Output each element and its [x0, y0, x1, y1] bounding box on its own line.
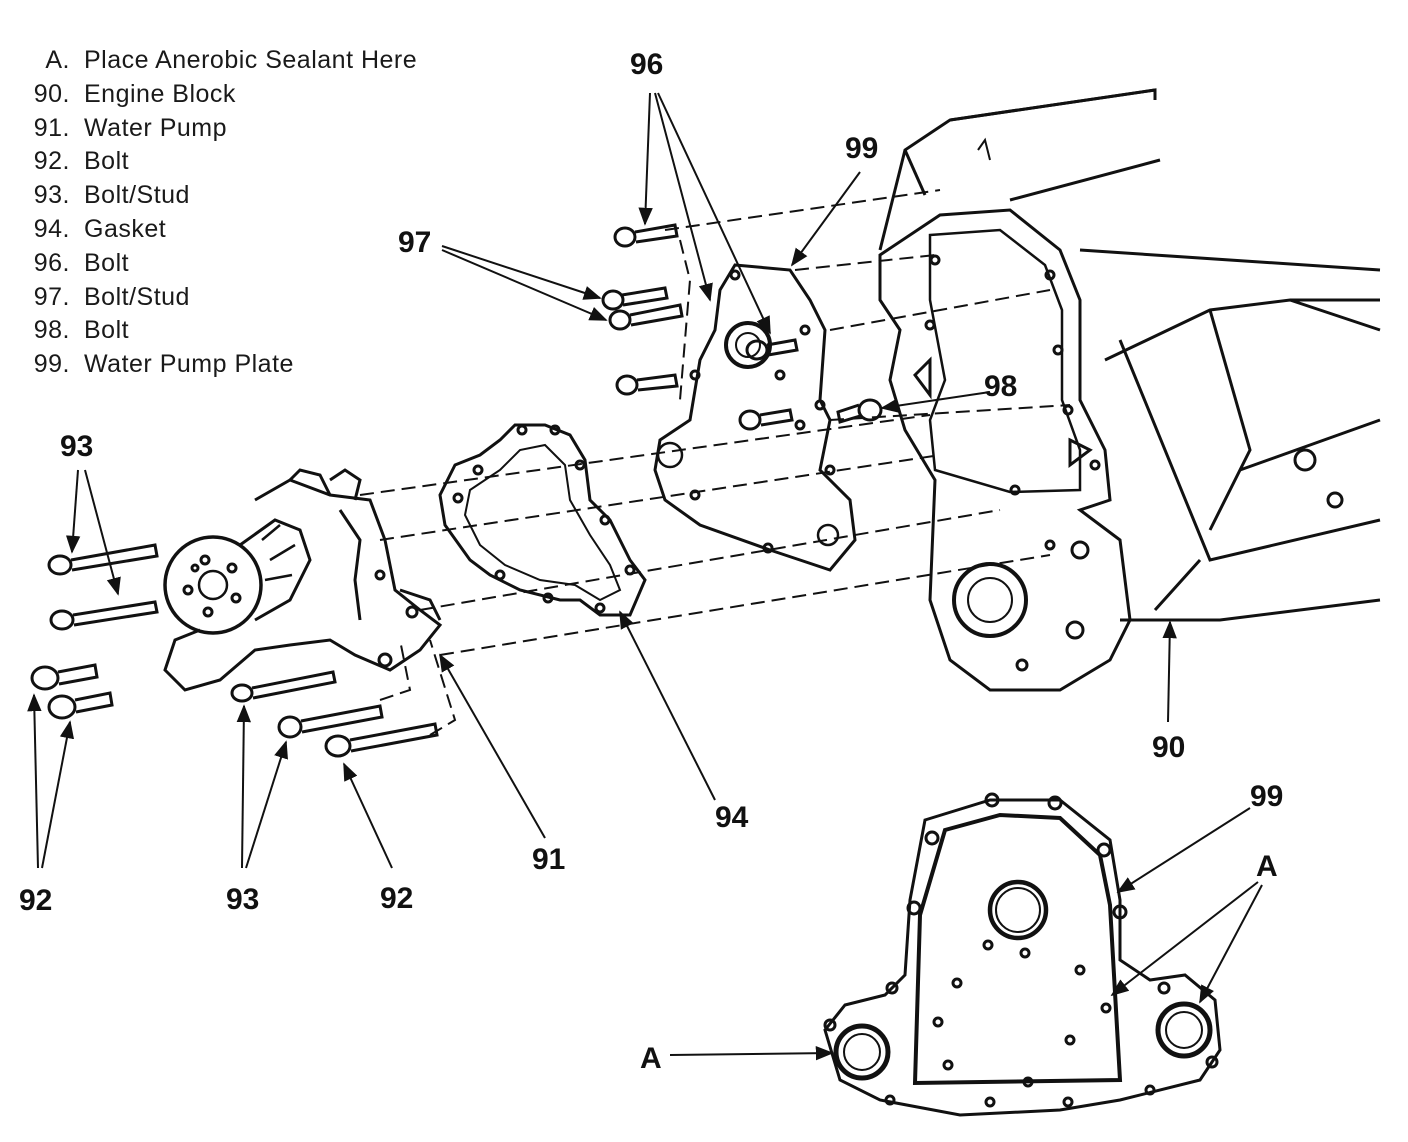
callout-92-left: 92: [19, 884, 53, 917]
legend-key: 98.: [33, 316, 70, 345]
callout-96: 96: [630, 48, 664, 81]
callout-90: 90: [1152, 731, 1186, 764]
bolt-98-second: [738, 408, 794, 431]
callout-91: 91: [532, 843, 566, 876]
water-pump: [163, 468, 443, 692]
bolt-93-upper: [47, 543, 159, 576]
parts-legend: A. Place Anerobic Sealant Here 90. Engine …: [22, 44, 417, 382]
bolt-92-left-a: [30, 663, 99, 691]
callout-94: 94: [715, 801, 749, 834]
bolts: [30, 223, 883, 758]
engine-block: [878, 88, 1381, 692]
legend-label: Engine Block: [84, 79, 236, 108]
legend-label: Place Anerobic Sealant Here: [84, 46, 418, 74]
gasket: [438, 423, 647, 617]
callout-92-mid: 92: [380, 882, 414, 915]
legend-key: 91.: [33, 113, 70, 142]
alignment-lines: [359, 189, 1071, 736]
callout-93-bottom: 93: [226, 883, 260, 916]
callout-93-top: 93: [60, 430, 94, 463]
detail-plate: [823, 792, 1222, 1117]
legend-label: Gasket: [84, 214, 167, 243]
legend-label: Water Pump: [84, 113, 228, 142]
legend-item: 98. Bolt: [22, 314, 417, 348]
legend-item: 91. Water Pump: [22, 112, 417, 146]
legend-item: 94. Gasket: [22, 213, 417, 247]
legend-label: Bolt/Stud: [84, 282, 190, 311]
legend-label: Bolt: [84, 316, 130, 345]
bolt-96-lower: [745, 338, 799, 361]
bolt-92-mid: [324, 722, 439, 758]
bolt-93-lower-b: [277, 704, 384, 739]
water-pump-plate: [653, 263, 857, 572]
callout-a-right: A: [1256, 850, 1278, 883]
legend-item: 96. Bolt: [22, 247, 417, 281]
callout-99-top: 99: [845, 132, 879, 165]
legend-label: Bolt/Stud: [84, 181, 190, 210]
legend-key: 93.: [33, 181, 70, 210]
bolt-93-lower-a: [230, 670, 337, 703]
legend-key: 90.: [33, 79, 70, 108]
legend-key: 96.: [33, 248, 70, 277]
legend-label: Bolt: [84, 147, 130, 176]
bolt-92-left-b: [47, 691, 114, 720]
callout-99-detail: 99: [1250, 780, 1284, 813]
legend-label: Bolt: [84, 248, 130, 277]
bolt-97-lower: [608, 303, 684, 331]
legend-item: A. Place Anerobic Sealant Here: [22, 44, 417, 78]
legend-item: 92. Bolt: [22, 145, 417, 179]
callout-97: 97: [398, 226, 432, 259]
bolt-93-second: [49, 600, 159, 631]
bolt-97-third: [615, 373, 679, 396]
legend-item: 90. Engine Block: [22, 78, 417, 112]
bolt-96-upper: [613, 223, 679, 248]
legend-key: 99.: [33, 350, 70, 379]
callout-a-left: A: [640, 1042, 662, 1075]
legend-key: A.: [45, 46, 70, 74]
legend-label: Water Pump Plate: [84, 350, 294, 379]
legend-key: 92.: [33, 147, 70, 176]
bolt-97-upper: [601, 286, 669, 311]
legend-key: 94.: [33, 214, 70, 243]
legend-item: 97. Bolt/Stud: [22, 281, 417, 315]
leader-arrows: [27, 92, 1263, 1061]
legend-item: 99. Water Pump Plate: [22, 348, 417, 382]
legend-key: 97.: [33, 282, 70, 311]
callout-98: 98: [984, 370, 1018, 403]
legend-item: 93. Bolt/Stud: [22, 179, 417, 213]
